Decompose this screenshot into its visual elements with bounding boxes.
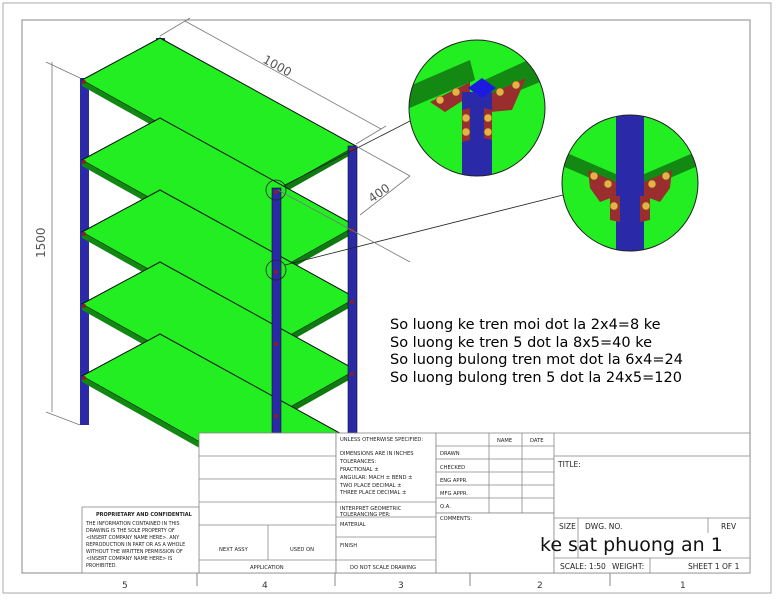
tb-mfg-appr: MFG APPR. xyxy=(440,491,468,497)
proprietary-line: PROHIBITED. xyxy=(86,563,117,569)
tb-unless: UNLESS OTHERWISE SPECIFIED: xyxy=(340,437,423,443)
proprietary-line: WITHOUT THE WRITTEN PERMISSION OF xyxy=(86,549,183,555)
dim-length-label: 1000 xyxy=(261,52,295,79)
dim-height-label: 1500 xyxy=(34,227,48,258)
detail-view-corner xyxy=(409,40,545,176)
tb-used-on: USED ON xyxy=(290,547,314,553)
tb-dims: DIMENSIONS ARE IN INCHES xyxy=(340,451,414,457)
dimension-height xyxy=(45,61,81,426)
tb-angular: ANGULAR: MACH ± BEND ± xyxy=(340,475,412,481)
zone-label: 2 xyxy=(537,581,543,591)
note-line: So luong bulong tren 5 dot la 24x5=120 xyxy=(390,369,682,386)
title-block xyxy=(81,432,751,574)
proprietary-line: <INSERT COMPANY NAME HERE> IS xyxy=(86,556,172,562)
tb-size: SIZE xyxy=(559,522,576,531)
zone-label: 3 xyxy=(398,581,404,591)
tb-three-place: THREE PLACE DECIMAL ± xyxy=(339,490,406,496)
tb-qa: Q.A. xyxy=(440,504,451,510)
proprietary-heading: PROPRIETARY AND CONFIDENTIAL xyxy=(96,512,193,518)
zone-label: 1 xyxy=(680,581,686,591)
proprietary-line: DRAWING IS THE SOLE PROPERTY OF xyxy=(86,528,175,534)
tb-tolerances: TOLERANCES: xyxy=(339,459,376,465)
note-line: So luong ke tren moi dot la 2x4=8 ke xyxy=(390,317,661,333)
tb-comments: COMMENTS: xyxy=(440,516,472,522)
tb-checked: CHECKED xyxy=(440,465,465,471)
post-back-left xyxy=(80,78,89,425)
tb-interpret: INTERPRET GEOMETRIC xyxy=(340,506,402,512)
post-front-right xyxy=(347,145,358,447)
tb-date: DATE xyxy=(530,438,544,444)
tb-rev: REV xyxy=(721,522,737,531)
tb-sheet: SHEET 1 OF 1 xyxy=(688,562,740,571)
tb-next-assy: NEXT ASSY xyxy=(219,547,249,553)
tb-name: NAME xyxy=(497,438,512,444)
tb-title-label: TITLE: xyxy=(557,460,581,469)
tb-material: MATERIAL xyxy=(340,522,366,528)
detail-callout-mid xyxy=(265,259,287,281)
proprietary-line: REPRODUCTION IN PART OR AS A WHOLE xyxy=(86,542,185,548)
zone-ticks xyxy=(196,573,611,586)
tb-two-place: TWO PLACE DECIMAL ± xyxy=(339,483,402,489)
zone-label: 5 xyxy=(122,581,128,591)
proprietary-line: THE INFORMATION CONTAINED IN THIS xyxy=(85,521,180,527)
dimension-width xyxy=(277,145,411,263)
tb-dwg-no: DWG. NO. xyxy=(585,522,622,531)
tb-scale: SCALE: 1:50 xyxy=(560,562,606,571)
tb-tolerancing: TOLERANCING PER: xyxy=(339,512,391,518)
part-name: ke sat phuong an 1 xyxy=(540,534,723,556)
tb-finish: FINISH xyxy=(340,543,357,549)
tb-do-not-scale: DO NOT SCALE DRAWING xyxy=(350,565,416,571)
tb-application: APPLICATION xyxy=(250,565,284,571)
note-line: So luong bulong tren mot dot la 6x4=24 xyxy=(390,352,683,368)
detail-view-mid xyxy=(562,115,698,251)
zone-label: 4 xyxy=(262,581,268,591)
proprietary-line: <INSERT COMPANY NAME HERE>. ANY xyxy=(86,535,179,541)
tb-drawn: DRAWN xyxy=(440,451,460,457)
tb-eng-appr: ENG APPR. xyxy=(440,478,468,484)
sheet-border xyxy=(2,2,772,594)
note-line: So luong ke tren 5 dot la 8x5=40 ke xyxy=(390,334,653,351)
dimension-length xyxy=(159,17,387,145)
tb-weight: WEIGHT: xyxy=(612,562,644,571)
tb-fractional: FRACTIONAL ± xyxy=(340,467,379,473)
detail-callout-top xyxy=(265,179,287,201)
dim-width-label: 400 xyxy=(366,181,393,206)
quantity-notes: So luong ke tren moi dot la 2x4=8 ke So … xyxy=(390,317,683,387)
